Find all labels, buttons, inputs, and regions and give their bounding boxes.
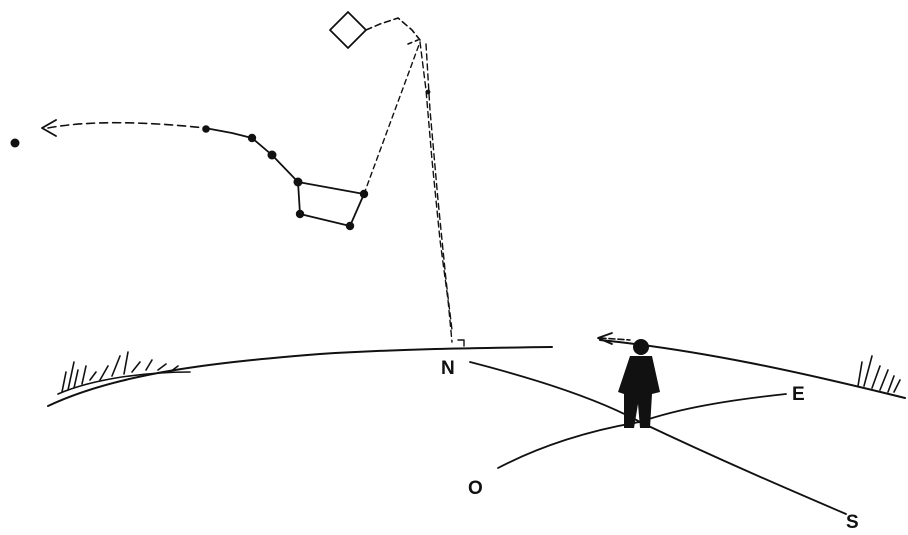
star-merak — [346, 222, 354, 230]
ursa-minor-constellation — [330, 12, 420, 48]
label-west: O — [468, 478, 483, 499]
star-alkaid — [202, 125, 210, 133]
ursa-major-handle-extension — [48, 123, 205, 128]
horizon-left — [48, 354, 320, 406]
polaris-star — [426, 90, 431, 95]
star-mizar — [248, 134, 256, 142]
grass-left-icon — [58, 352, 190, 394]
star-distant — [11, 139, 20, 148]
polaris-vertical-line — [420, 42, 464, 346]
star-megrez — [294, 178, 303, 187]
ursa-major-bowl — [298, 182, 364, 226]
line-to-west — [498, 422, 640, 468]
person-silhouette-icon — [618, 339, 660, 428]
grass-right-icon — [858, 356, 900, 392]
label-north: N — [441, 358, 455, 379]
label-south: S — [846, 512, 859, 533]
line-to-east — [640, 394, 786, 422]
line-to-north — [470, 362, 640, 422]
right-angle-mark — [458, 340, 464, 346]
ursa-minor-bowl — [330, 12, 366, 48]
pointer-line-to-polaris — [364, 42, 420, 194]
ursa-minor-tip — [408, 40, 418, 44]
line-to-south — [640, 422, 846, 514]
star-alioth — [268, 151, 277, 160]
polaris-to-north-line-2 — [426, 44, 452, 330]
label-east: E — [792, 384, 805, 405]
polaris-to-north-line — [420, 42, 452, 342]
horizon-center — [320, 347, 552, 354]
ursa-minor-handle — [366, 18, 420, 40]
star-phecda — [296, 210, 304, 218]
ursa-major-constellation — [11, 120, 369, 230]
